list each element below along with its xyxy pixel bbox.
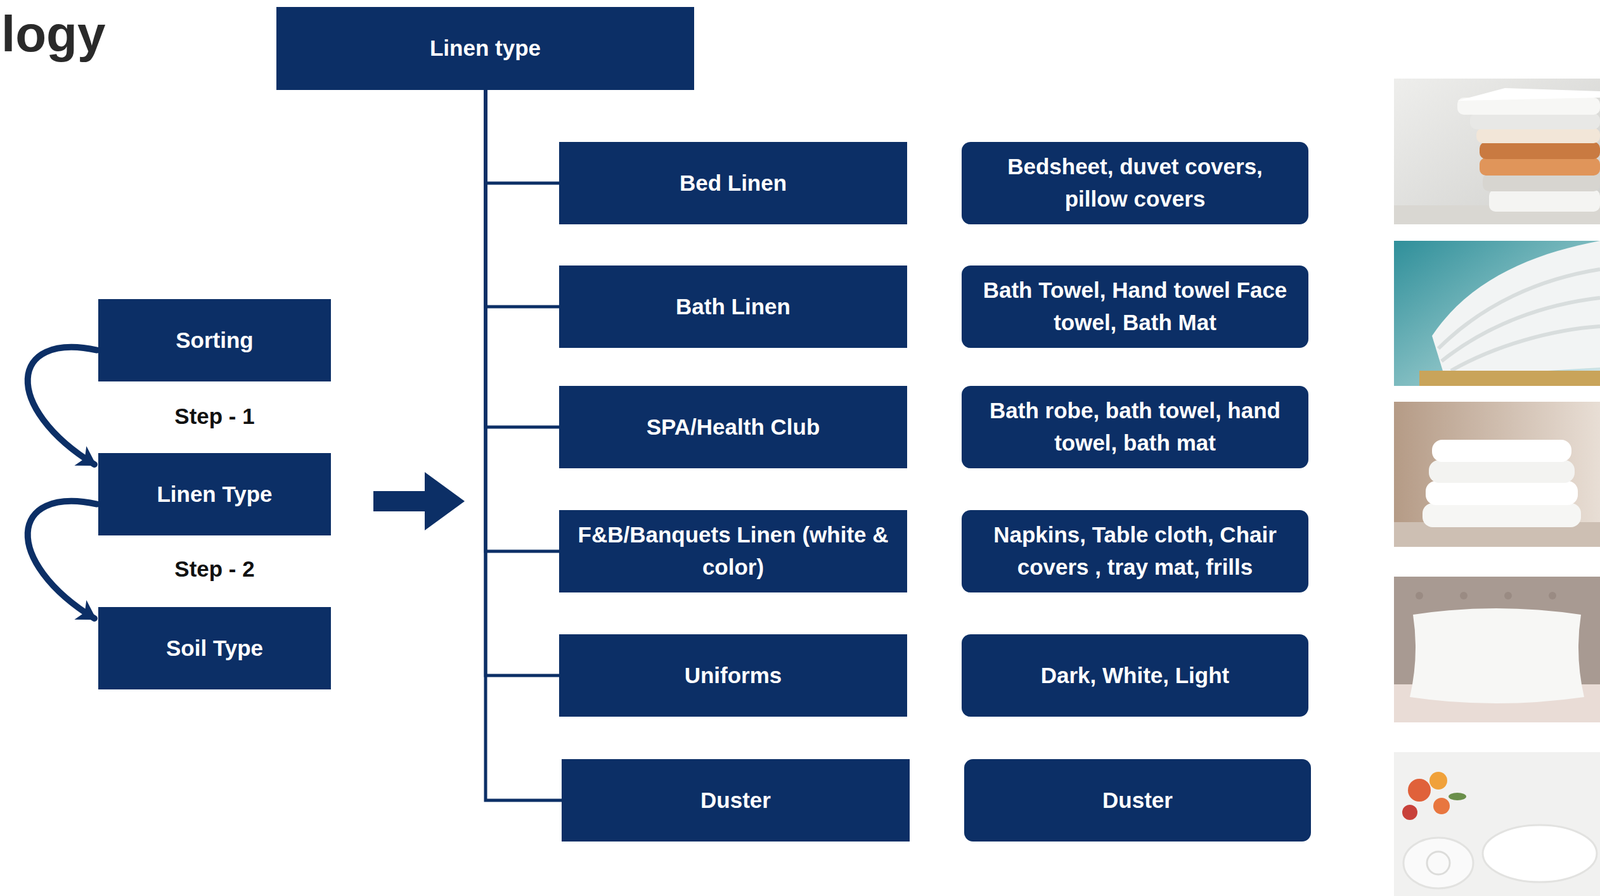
box-text: F&B/Banquets Linen (white & color) — [573, 519, 894, 584]
item-box: Bath Towel, Hand towel Face towel, Bath … — [961, 265, 1309, 349]
step-box: Linen Type — [98, 453, 331, 536]
step-box: Sorting — [98, 299, 331, 382]
box-text: Napkins, Table cloth, Chair covers , tra… — [975, 519, 1295, 584]
block-arrow-shape — [373, 472, 465, 531]
towel-photo — [1393, 240, 1600, 387]
box-text: Bedsheet, duvet covers, pillow covers — [975, 150, 1295, 216]
title-fragment: logy — [1, 5, 106, 64]
item-box: Bath robe, bath towel, hand towel, bath … — [961, 386, 1309, 469]
step-label: Step - 2 — [98, 556, 331, 582]
tree-connector — [485, 90, 560, 307]
curved-arrow — [27, 501, 97, 619]
item-box: Duster — [964, 759, 1311, 842]
tree-connector — [485, 90, 560, 676]
box-text: Bed Linen — [679, 167, 787, 200]
box-text: Bath Linen — [675, 290, 791, 324]
box-text: Bath robe, bath towel, hand towel, bath … — [975, 394, 1295, 460]
box-text: Linen type — [429, 32, 541, 65]
box-text: Duster — [1102, 784, 1173, 818]
tree-connector — [485, 90, 560, 552]
box-text: Sorting — [175, 324, 253, 357]
tree-connector — [485, 90, 560, 184]
step-label: Step - 1 — [98, 403, 331, 430]
category-box: SPA/Health Club — [559, 386, 908, 469]
box-text: Bath Towel, Hand towel Face towel, Bath … — [975, 274, 1295, 340]
pillow-photo — [1393, 576, 1600, 723]
box-text: Linen Type — [156, 478, 272, 511]
category-box: Bath Linen — [559, 265, 908, 349]
box-text: Uniforms — [684, 659, 783, 693]
box-text: Duster — [700, 784, 771, 818]
linen-photo — [1393, 78, 1600, 225]
item-box: Dark, White, Light — [961, 634, 1309, 717]
category-box: F&B/Banquets Linen (white & color) — [559, 510, 908, 593]
box-text: Soil Type — [166, 632, 264, 665]
tree-connector — [485, 90, 560, 428]
step-box: Soil Type — [98, 607, 331, 690]
curved-arrow — [27, 347, 97, 465]
item-box: Bedsheet, duvet covers, pillow covers — [961, 141, 1309, 225]
block-arrow — [367, 465, 476, 537]
category-box: Bed Linen — [559, 141, 908, 225]
box-text: SPA/Health Club — [646, 411, 821, 444]
category-box: Duster — [561, 759, 910, 842]
tree-connector — [485, 90, 562, 801]
box-text: Dark, White, Light — [1040, 659, 1230, 693]
towel-stack-photo — [1393, 401, 1600, 548]
item-box: Napkins, Table cloth, Chair covers , tra… — [961, 510, 1309, 593]
spa-photo — [1393, 752, 1600, 896]
category-box: Uniforms — [559, 634, 908, 717]
root-box: Linen type — [276, 6, 695, 91]
